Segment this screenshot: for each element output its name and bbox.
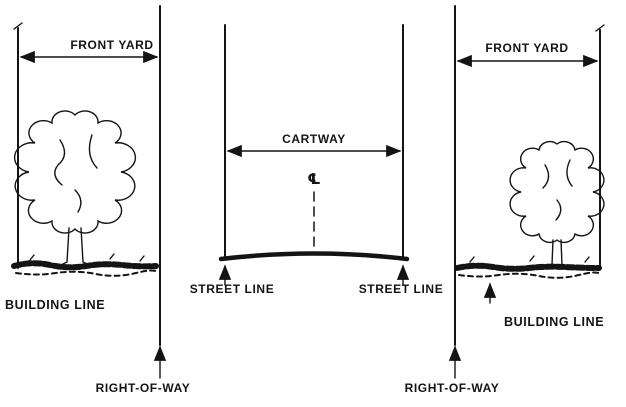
ground-left	[11, 253, 159, 277]
street-line-label-left: STREET LINE	[190, 282, 275, 296]
tree-right	[509, 140, 605, 270]
tree-right-foliage-detail	[542, 159, 573, 221]
centerline-symbol: ℄	[307, 170, 320, 188]
ground-left-scatter	[15, 269, 159, 277]
ground-right-scatter	[458, 271, 602, 279]
tree-left-foliage-detail	[54, 134, 98, 213]
tree-left-trunk	[58, 227, 92, 267]
front-yard-label-right: FRONT YARD	[485, 41, 568, 55]
tree-left-canopy	[13, 110, 137, 234]
ground-right-surface	[454, 262, 602, 272]
right-of-way-label-right: RIGHT-OF-WAY	[405, 381, 500, 395]
road-crown-surface	[218, 251, 410, 262]
building-line-left-top-tick	[13, 22, 23, 30]
ground-left-surface	[11, 260, 159, 271]
street-line-label-right: STREET LINE	[359, 282, 444, 296]
cartway-label: CARTWAY	[282, 132, 346, 146]
right-of-way-label-left: RIGHT-OF-WAY	[96, 381, 191, 395]
front-yard-label-left: FRONT YARD	[70, 38, 153, 52]
tree-left	[13, 110, 137, 267]
ground-left-grass-ticks	[29, 253, 145, 262]
building-line-label-right: BUILDING LINE	[504, 315, 604, 329]
building-line-right-top-tick	[595, 24, 605, 32]
ground-right	[454, 255, 602, 279]
tree-right-canopy	[509, 140, 605, 244]
building-line-label-left: BUILDING LINE	[5, 298, 105, 312]
tree-right-trunk	[545, 239, 569, 270]
ground-right-grass-ticks	[469, 255, 590, 263]
